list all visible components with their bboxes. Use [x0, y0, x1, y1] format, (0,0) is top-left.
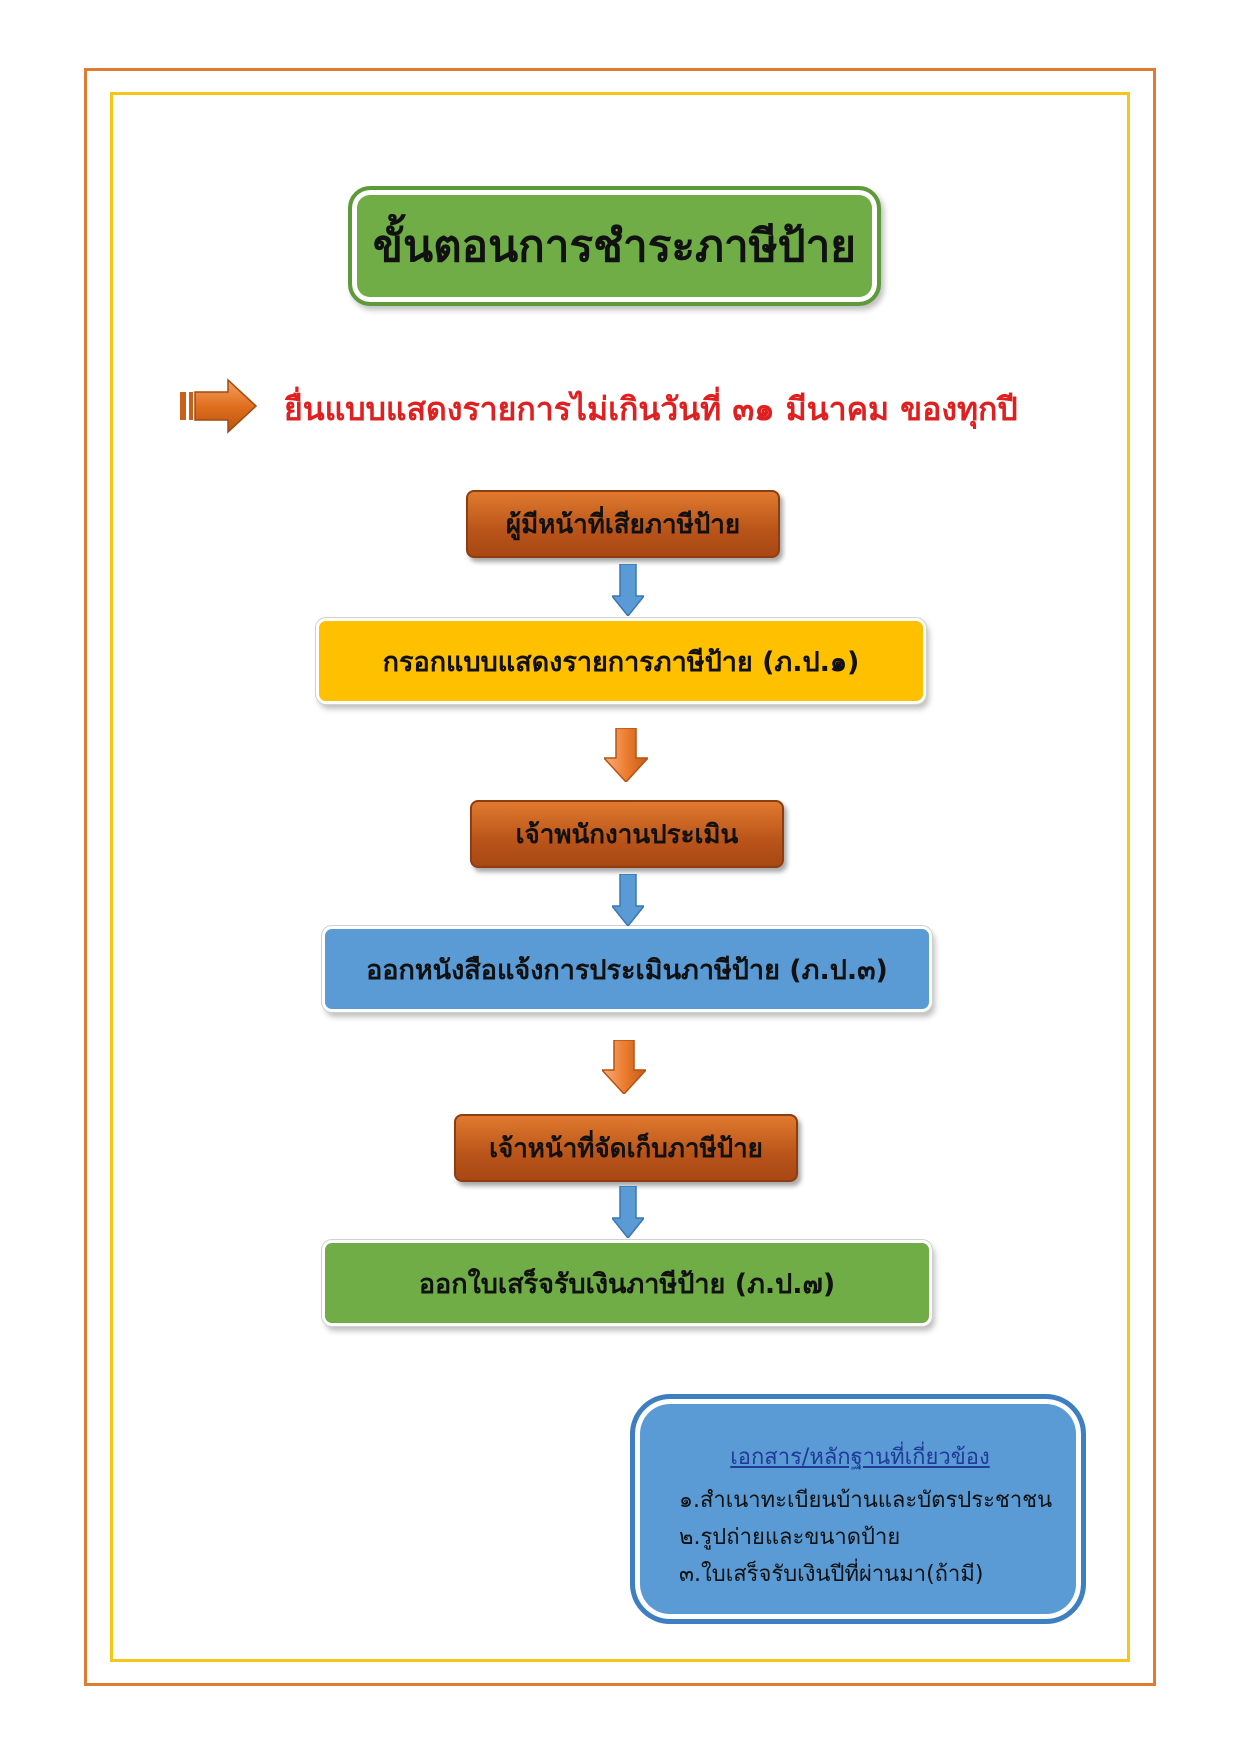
down-arrow-icon [612, 1186, 644, 1238]
inner-page-border [110, 92, 1130, 1662]
filing-deadline-note: ยื่นแบบแสดงรายการไม่เกินวันที่ ๓๑ มีนาคม… [284, 390, 1018, 428]
right-arrow-icon [180, 378, 258, 434]
down-arrow-icon [604, 728, 648, 782]
step-collection-officer: เจ้าหน้าที่จัดเก็บภาษีป้าย [454, 1114, 798, 1182]
down-arrow-icon [612, 564, 644, 616]
down-arrow-icon [602, 1040, 646, 1094]
outer-page-border [84, 68, 1156, 1686]
step-label: เจ้าหน้าที่จัดเก็บภาษีป้าย [489, 1133, 763, 1164]
step-label: กรอกแบบแสดงรายการภาษีป้าย (ภ.ป.๑) [382, 646, 860, 678]
document-item: ๓.ใบเสร็จรับเงินปีที่ผ่านมา(ถ้ามี) [679, 1562, 984, 1587]
document-item: ๒.รูปถ่ายและขนาดป้าย [679, 1525, 901, 1550]
down-arrow-icon [612, 874, 644, 926]
required-documents-box: เอกสาร/หลักฐานที่เกี่ยวข้อง ๑.สำเนาทะเบี… [630, 1394, 1086, 1624]
page-title: ขั้นตอนการชำระภาษีป้าย [372, 221, 857, 272]
documents-heading: เอกสาร/หลักฐานที่เกี่ยวข้อง [730, 1445, 990, 1470]
step-label: ผู้มีหน้าที่เสียภาษีป้าย [505, 509, 741, 540]
step-receipt: ออกใบเสร็จรับเงินภาษีป้าย (ภ.ป.๗) [321, 1239, 933, 1327]
step-assessment-notice: ออกหนังสือแจ้งการประเมินภาษีป้าย (ภ.ป.๓) [321, 925, 933, 1013]
step-taxpayer: ผู้มีหน้าที่เสียภาษีป้าย [466, 490, 780, 558]
step-assessment-officer: เจ้าพนักงานประเมิน [470, 800, 784, 868]
title-banner: ขั้นตอนการชำระภาษีป้าย [348, 186, 881, 306]
step-fill-form: กรอกแบบแสดงรายการภาษีป้าย (ภ.ป.๑) [315, 617, 927, 705]
step-label: ออกใบเสร็จรับเงินภาษีป้าย (ภ.ป.๗) [418, 1268, 836, 1300]
step-label: ออกหนังสือแจ้งการประเมินภาษีป้าย (ภ.ป.๓) [366, 954, 888, 986]
step-label: เจ้าพนักงานประเมิน [515, 819, 739, 850]
document-item: ๑.สำเนาทะเบียนบ้านและบัตรประชาชน [679, 1488, 1053, 1513]
